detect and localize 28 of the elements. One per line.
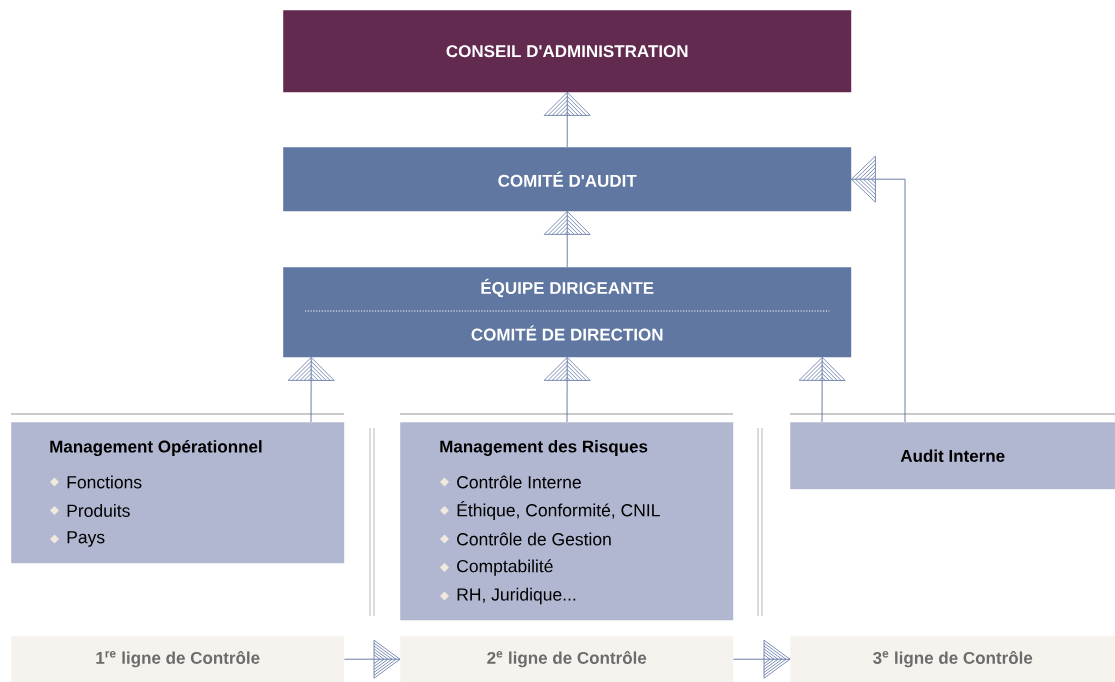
- function-box: [790, 422, 1115, 490]
- box-label: 3$^{e}$ ligne de Contrôle: [873, 651, 1033, 668]
- arrow: [850, 155, 906, 423]
- list-item: Fonctions: [67, 475, 142, 489]
- list-item: RH, Juridique...: [457, 587, 576, 605]
- box-label: ÉQUIPE DIRIGEANTE: [481, 278, 654, 298]
- list-item: Éthique, Conformité, CNIL: [457, 501, 660, 520]
- box-label: Audit Interne: [900, 449, 1005, 462]
- control-line-band: [790, 636, 1115, 682]
- box-label: 2$^{e}$ ligne de Contrôle: [487, 651, 647, 668]
- management-box: [283, 267, 852, 358]
- committee-box: [283, 147, 852, 212]
- board-box: [283, 10, 852, 93]
- list-item: Produits: [67, 504, 130, 517]
- control-line-band: [11, 636, 345, 682]
- function-box: [400, 422, 734, 621]
- box-label: 1$^{re}$ ligne de Contrôle: [96, 651, 260, 668]
- control-line-band: [400, 636, 734, 682]
- list-item: Pays: [67, 531, 105, 547]
- heading: Management des Risques: [440, 440, 648, 456]
- list-item: Comptabilité: [457, 559, 553, 576]
- list-item: Contrôle de Gestion: [457, 532, 611, 546]
- heading: Management Opérationnel: [50, 439, 262, 457]
- function-box: [11, 422, 345, 564]
- list-item: Contrôle Interne: [457, 475, 581, 489]
- box-label: COMITÉ D'AUDIT: [498, 171, 637, 187]
- box-label: CONSEIL D'ADMINISTRATION: [446, 45, 688, 58]
- box-label: COMITÉ DE DIRECTION: [471, 325, 663, 341]
